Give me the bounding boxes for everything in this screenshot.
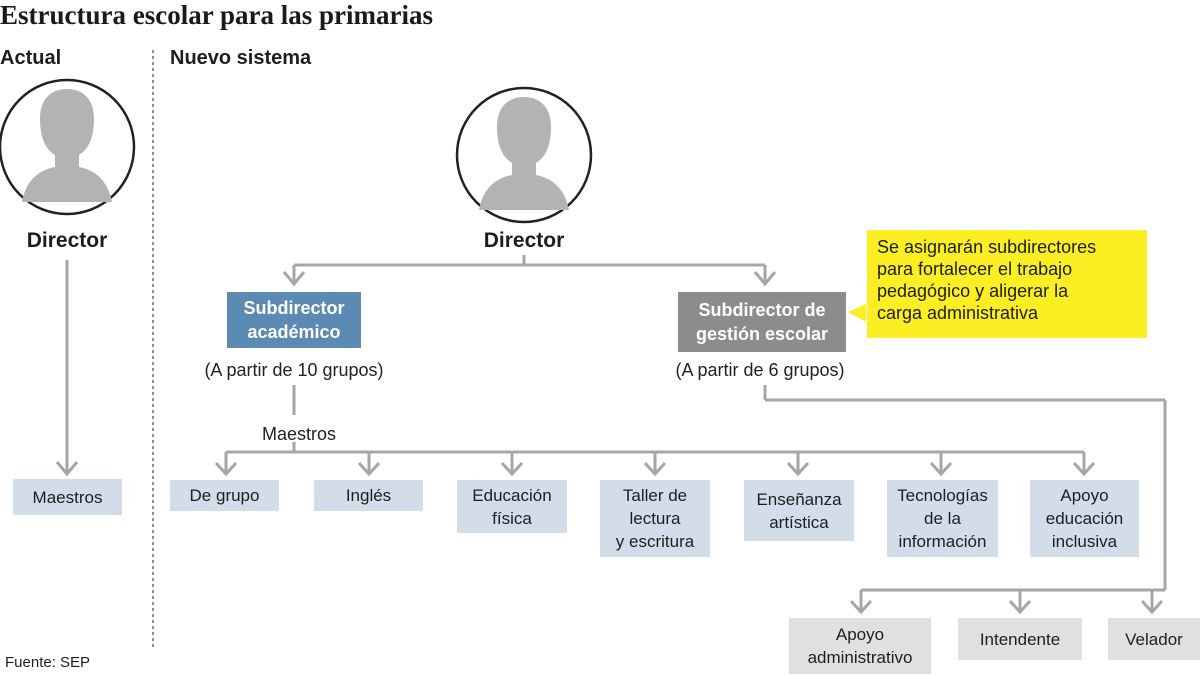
teacher-type-box: Inglés	[314, 480, 423, 511]
teacher-type-box: Enseñanza artística	[744, 480, 854, 541]
teachers-label: Maestros	[261, 424, 337, 444]
avatar-current-icon	[0, 78, 136, 216]
callout-pointer	[848, 304, 866, 322]
section-current: Actual	[0, 47, 62, 69]
teacher-type-box: Tecnologías de la información	[887, 480, 998, 557]
current-teachers-box: Maestros	[13, 479, 122, 515]
teacher-type-box: Educación física	[457, 480, 567, 533]
avatar-new-icon	[455, 86, 593, 224]
subdirector-academico-box: Subdirector académico	[227, 292, 361, 348]
current-director-label: Director	[26, 229, 108, 252]
staff-box: Apoyo administrativo	[789, 618, 931, 674]
source-note: Fuente: SEP	[5, 654, 91, 671]
callout-note: Se asignarán subdirectores para fortalec…	[867, 230, 1147, 338]
new-director-label: Director	[483, 229, 565, 252]
page-title: Estructura escolar para las primarias	[0, 0, 433, 30]
staff-box: Intendente	[958, 618, 1082, 660]
management-note: (A partir de 6 grupos)	[675, 360, 845, 380]
teacher-type-box: Apoyo educación inclusiva	[1030, 480, 1139, 557]
section-new-system: Nuevo sistema	[170, 47, 312, 69]
teacher-type-box: De grupo	[170, 480, 279, 511]
subdirector-gestion-box: Subdirector de gestión escolar	[678, 292, 846, 352]
teacher-type-box: Taller de lectura y escritura	[600, 480, 710, 557]
academic-note: (A partir de 10 grupos)	[204, 360, 384, 380]
staff-box: Velador	[1108, 618, 1200, 660]
